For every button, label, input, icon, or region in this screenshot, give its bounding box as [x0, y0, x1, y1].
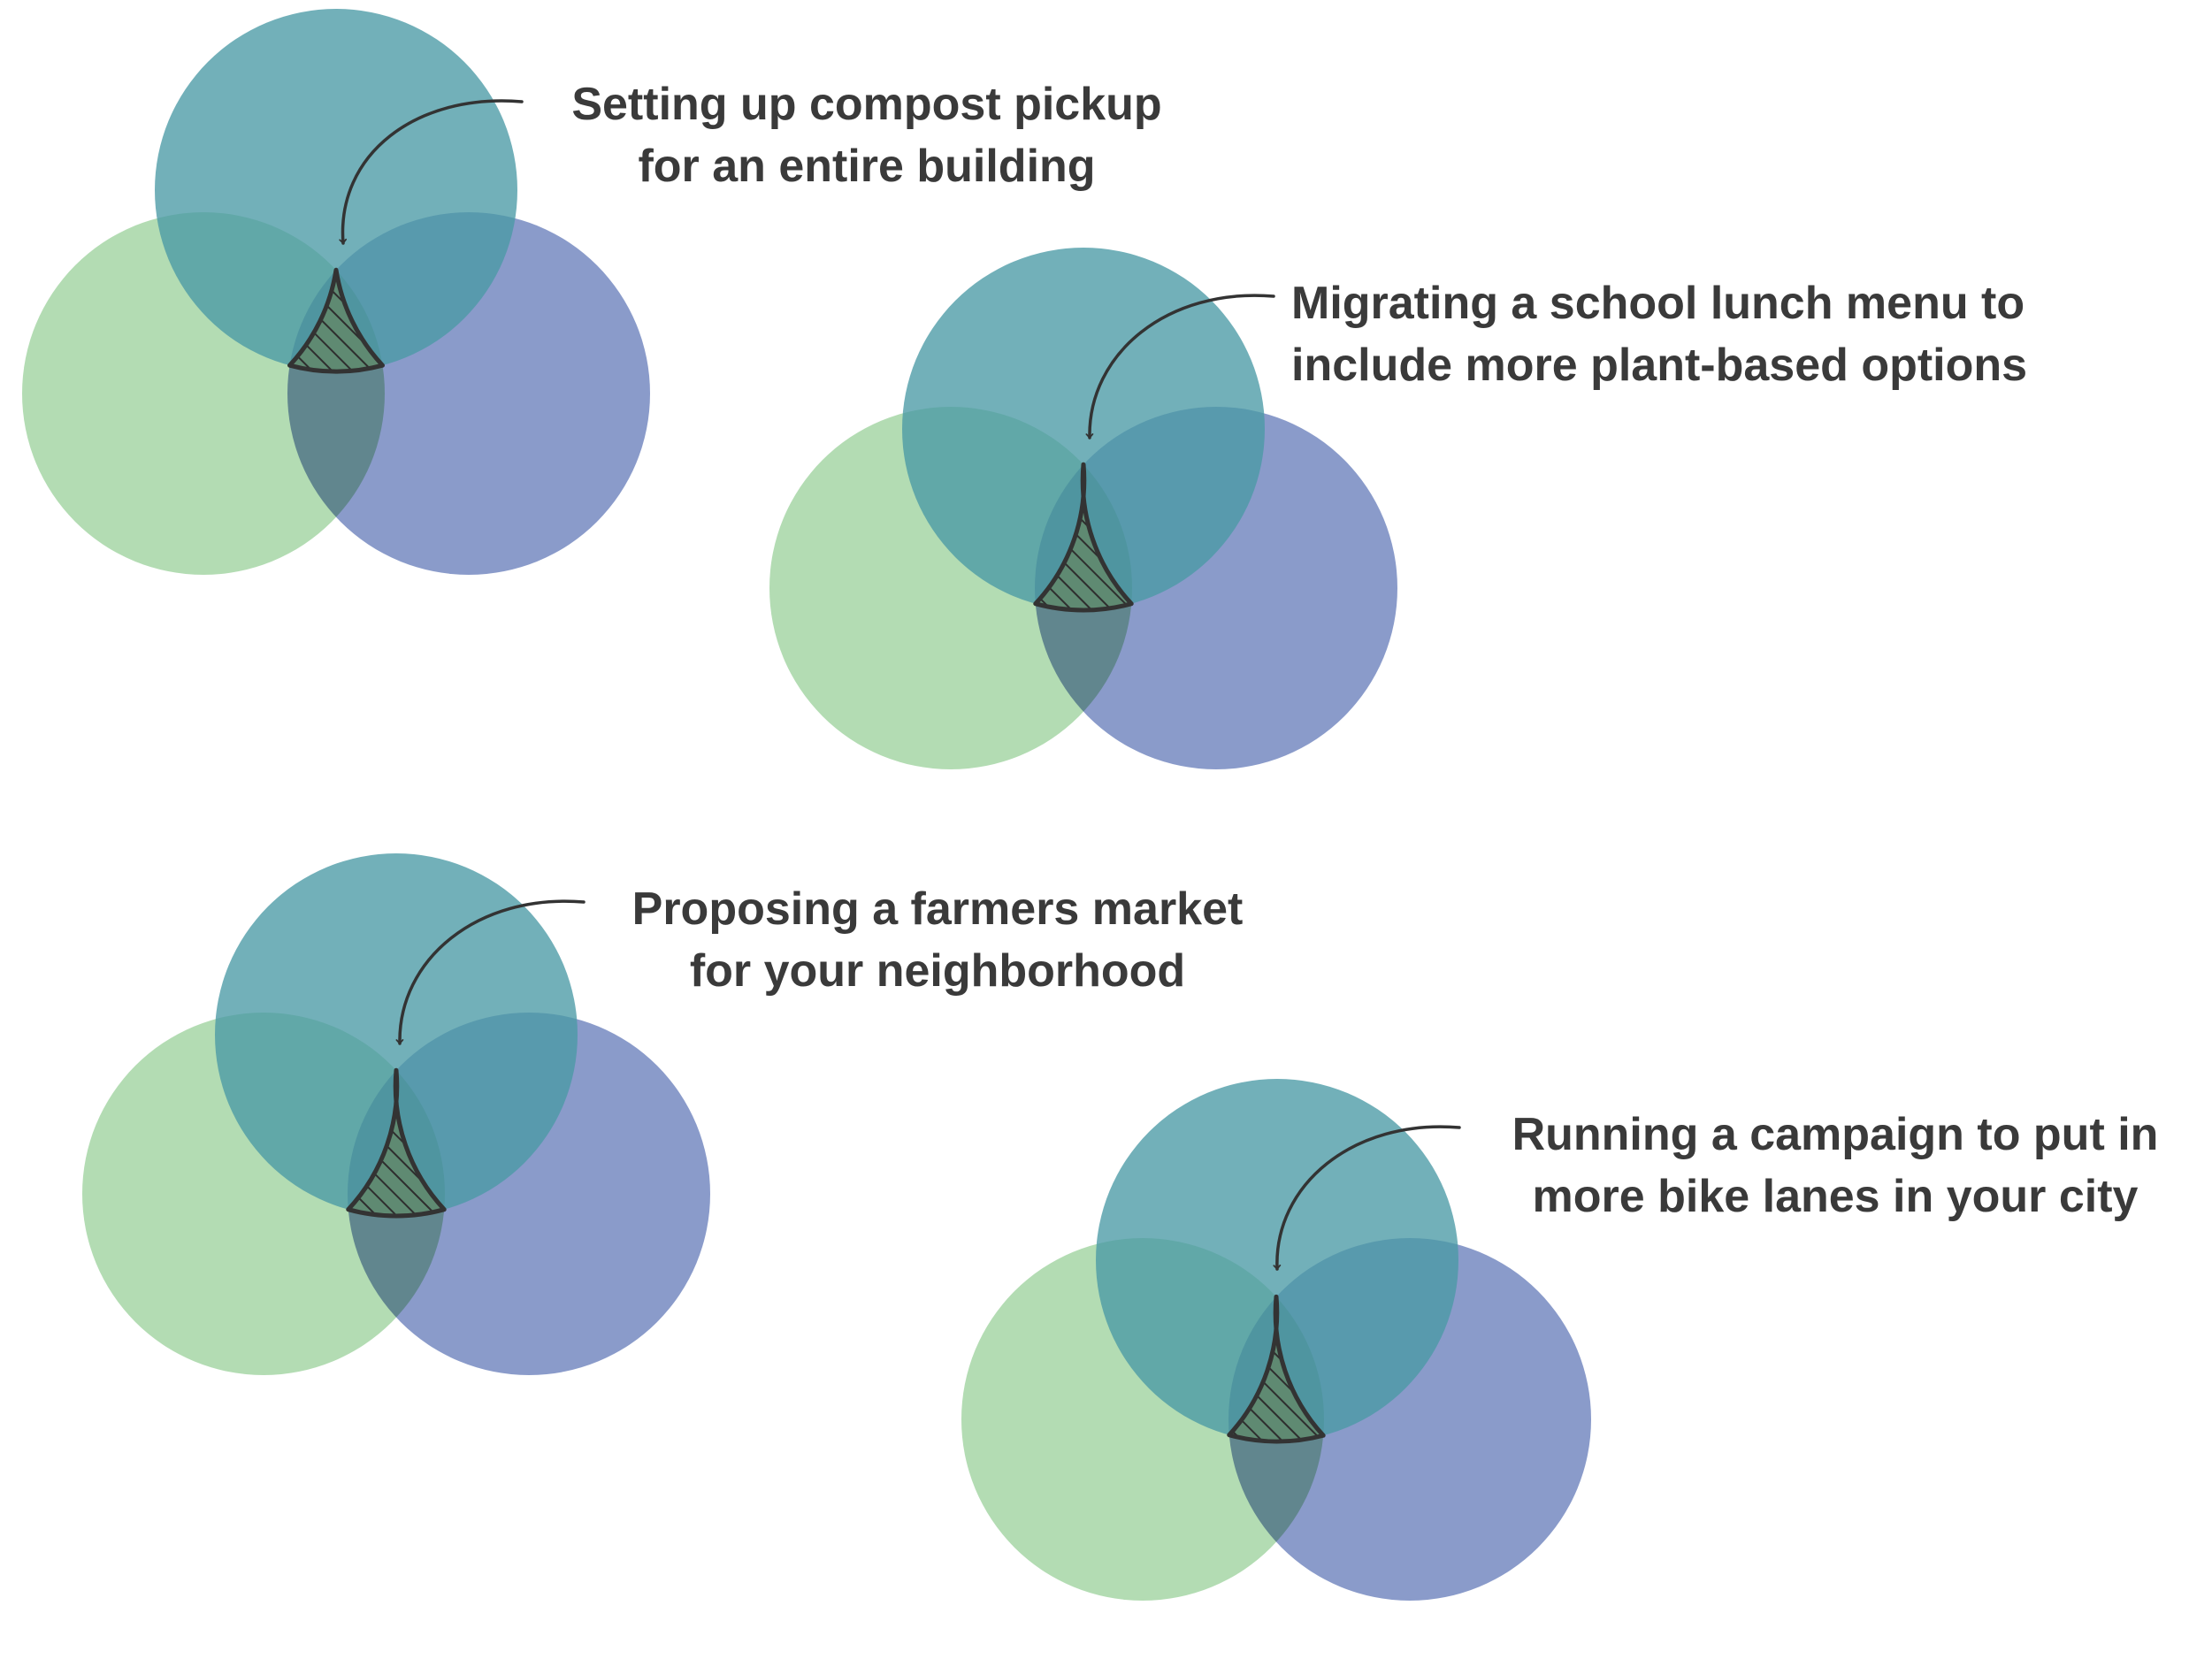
label-line: Running a campaign to put in	[1512, 1109, 2159, 1160]
intersection-hatched-region	[1227, 1294, 1326, 1444]
venn-diagram-3: Proposing a farmers market for your neigh…	[82, 853, 1243, 1375]
label-line: Setting up compost pickup	[571, 79, 1161, 130]
diagram-label: Running a campaign to put in more bike la…	[1512, 1109, 2159, 1222]
venn-diagram-4: Running a campaign to put in more bike la…	[961, 1079, 2158, 1601]
label-line: for your neighborhood	[690, 945, 1185, 997]
label-line: Migrating a school lunch menu to	[1291, 278, 2024, 329]
intersection-hatched-region	[1033, 462, 1134, 613]
circle-top	[155, 9, 517, 371]
intersection-hatched-region	[287, 267, 386, 374]
label-line: include more plant-based options	[1291, 340, 2027, 391]
label-line: Proposing a farmers market	[632, 883, 1244, 935]
diagram-label: Proposing a farmers market for your neigh…	[632, 883, 1244, 997]
circle-top	[902, 248, 1265, 610]
pointer-arrow	[395, 899, 586, 1045]
intersection-hatched-region	[346, 1067, 447, 1219]
pointer-arrow	[1085, 294, 1275, 440]
pointer-arrow	[339, 99, 524, 245]
circle-top	[215, 853, 578, 1216]
label-line: for an entire building	[638, 141, 1095, 192]
pointer-arrow	[1273, 1125, 1461, 1271]
diagram-label: Migrating a school lunch menu to include …	[1291, 278, 2027, 391]
venn-diagram-2: Migrating a school lunch menu to include …	[769, 248, 2027, 769]
label-line: more bike lanes in your city	[1533, 1171, 2139, 1222]
diagram-label: Setting up compost pickup for an entire b…	[571, 79, 1161, 192]
venn-diagram-1: Setting up compost pickup for an entire b…	[22, 9, 1162, 575]
